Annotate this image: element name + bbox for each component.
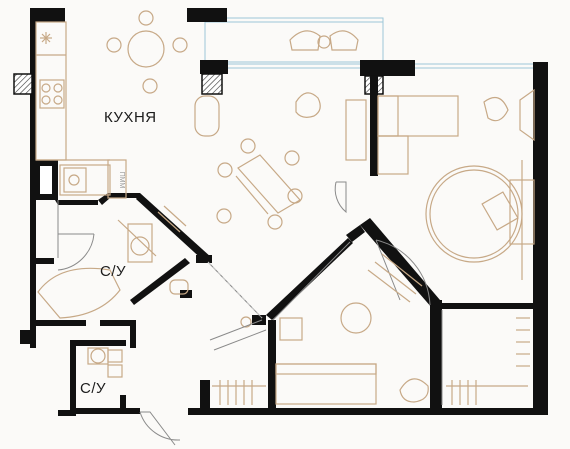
bedroom-door	[375, 239, 431, 306]
kitchen-door	[334, 181, 347, 214]
column-left	[13, 73, 33, 95]
partitions	[57, 200, 443, 405]
kitchen-label: КУХНЯ	[104, 109, 157, 126]
stool	[295, 92, 321, 118]
bathroom2-label: С/У	[80, 380, 106, 397]
bench	[194, 95, 220, 137]
bedroom-wardrobe	[367, 253, 423, 303]
living-furniture	[275, 302, 429, 405]
plant-icon	[40, 32, 52, 44]
lamp-icon	[240, 316, 252, 328]
bathroom1-fixtures	[37, 205, 189, 319]
round-dining-table	[106, 10, 188, 94]
round-bed	[425, 160, 535, 280]
closet-hangers	[446, 317, 530, 405]
exterior-walls	[20, 8, 548, 416]
balcony-chairs	[289, 30, 359, 51]
bedroom-sofa	[345, 88, 535, 175]
hall-closet	[209, 319, 267, 405]
bathroom2-fixtures	[87, 347, 123, 378]
column-mid	[201, 73, 223, 95]
entrance-door	[139, 411, 181, 446]
kitchen-counter: ПММ	[35, 21, 127, 199]
dishwasher-label: ПММ	[118, 172, 125, 189]
interior-walls	[36, 76, 533, 413]
bathroom1-label: С/У	[100, 263, 126, 280]
dining-table	[216, 138, 303, 230]
